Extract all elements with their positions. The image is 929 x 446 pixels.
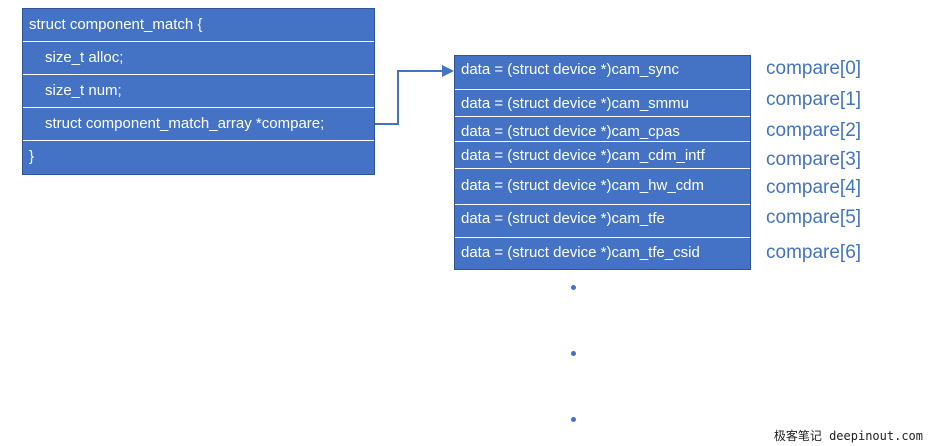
compare-array: data = (struct device *)cam_sync data = …: [454, 55, 751, 270]
struct-header-line: struct component_match {: [23, 9, 374, 42]
ellipsis-dot: [571, 417, 576, 422]
array-divider: [455, 89, 750, 90]
array-cell-4: data = (struct device *)cam_hw_cdm: [461, 177, 705, 194]
index-label-5: compare[5]: [766, 207, 862, 228]
array-cell-1: data = (struct device *)cam_smmu: [461, 95, 689, 112]
array-cell-5: data = (struct device *)cam_tfe: [461, 210, 665, 227]
array-divider: [455, 141, 750, 142]
array-cell-0: data = (struct device *)cam_sync: [461, 61, 680, 78]
index-label-4: compare[4]: [766, 177, 862, 198]
index-label-1: compare[1]: [766, 89, 862, 110]
array-divider: [455, 237, 750, 238]
struct-field-compare: struct component_match_array *compare;: [23, 108, 374, 141]
index-label-6: compare[6]: [766, 242, 862, 263]
index-label-0: compare[0]: [766, 58, 862, 79]
struct-field-num: size_t num;: [23, 75, 374, 108]
array-cell-2: data = (struct device *)cam_cpas: [461, 123, 680, 140]
ellipsis-dot: [571, 285, 576, 290]
array-divider: [455, 204, 750, 205]
array-divider: [455, 168, 750, 169]
struct-closing-brace: }: [23, 141, 374, 174]
watermark-text: 极客笔记 deepinout.com: [773, 429, 923, 443]
ellipsis-dot: [571, 351, 576, 356]
component-match-struct: struct component_match { size_t alloc; s…: [22, 8, 375, 175]
array-divider: [455, 116, 750, 117]
array-cell-6: data = (struct device *)cam_tfe_csid: [461, 244, 700, 261]
index-label-2: compare[2]: [766, 120, 862, 141]
index-label-3: compare[3]: [766, 149, 862, 170]
struct-field-alloc: size_t alloc;: [23, 42, 374, 75]
array-cell-3: data = (struct device *)cam_cdm_intf: [461, 147, 705, 164]
